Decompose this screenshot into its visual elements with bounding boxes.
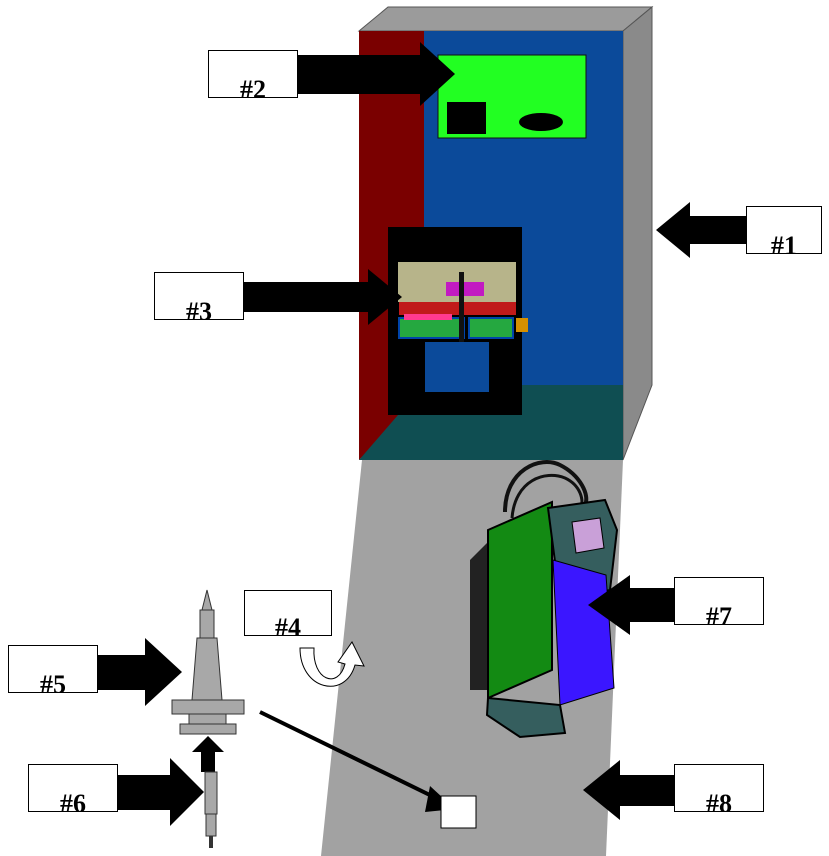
compartment-red-rail (399, 302, 516, 315)
label-4: #4 (244, 590, 332, 636)
arrow-2 (296, 42, 455, 106)
device-green-panel (487, 500, 553, 700)
compartment-green-right (468, 317, 514, 339)
connector-up-arrow (192, 736, 224, 772)
arrow-7 (588, 575, 675, 635)
label-2: #2 (208, 50, 298, 98)
connector-plug (205, 813, 217, 837)
connector-pin (209, 836, 213, 848)
label-6-text: #6 (60, 789, 86, 812)
arrow-8 (583, 760, 674, 820)
label-7-text: #7 (706, 602, 732, 625)
device-blue-panel (552, 559, 615, 706)
display-slot (519, 113, 563, 131)
cabinet-right-side (622, 5, 653, 461)
compartment-pink-strip (404, 314, 452, 320)
label-3: #3 (154, 272, 244, 320)
label-3-text: #3 (186, 297, 212, 320)
compartment-green-left (398, 317, 465, 339)
label-1-text: #1 (771, 231, 797, 254)
label-7: #7 (674, 577, 764, 625)
arrow-1 (656, 202, 746, 258)
label-1: #1 (746, 206, 822, 254)
device-cable-2 (510, 473, 584, 519)
floor-marker (440, 795, 477, 829)
probe-collar (188, 713, 227, 725)
label-4-text: #4 (275, 613, 301, 636)
connector-body (204, 771, 218, 815)
label-5: #5 (8, 645, 98, 693)
device-cable-1 (503, 460, 589, 513)
probe-neck (199, 609, 215, 639)
cabinet-top (357, 6, 654, 32)
label-2-text: #2 (240, 75, 266, 98)
label-8-text: #8 (706, 789, 732, 812)
probe-body (191, 637, 223, 701)
label-5-text: #5 (40, 670, 66, 693)
label-6: #6 (28, 764, 118, 812)
probe-pointer-line (259, 710, 441, 802)
device-base (485, 696, 567, 739)
probe-lower-flange (179, 723, 237, 735)
display-square (447, 102, 486, 134)
device-screen (571, 517, 605, 554)
compartment-window (425, 342, 489, 392)
arrow-5 (97, 638, 182, 706)
compartment-orange-knob (516, 318, 528, 332)
compartment-rod (459, 272, 464, 342)
probe-flange (171, 699, 245, 715)
rotation-arrow (299, 641, 365, 687)
label-8: #8 (674, 764, 764, 812)
compartment-pink-part (446, 282, 484, 296)
arrow-6 (117, 758, 204, 826)
probe-tip (201, 589, 213, 611)
arrow-3 (242, 269, 402, 325)
